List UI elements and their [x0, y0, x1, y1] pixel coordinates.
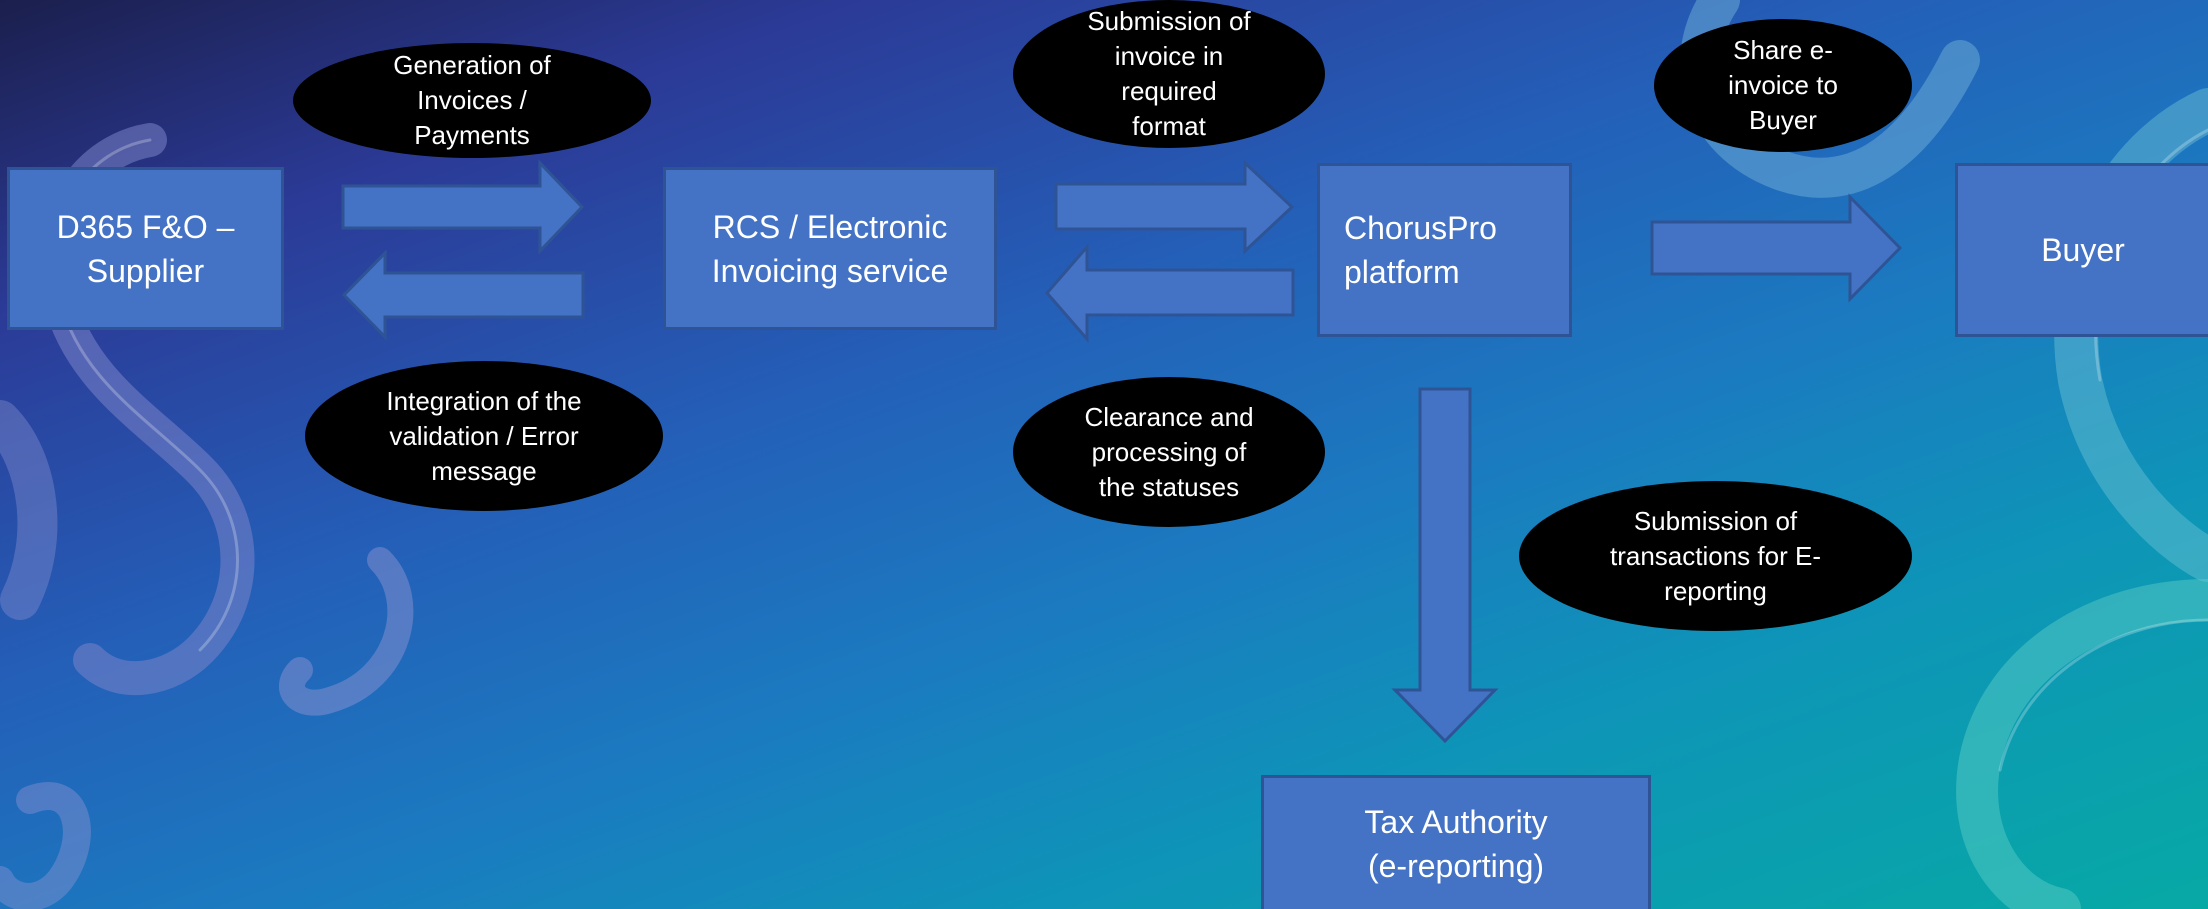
- submission-label: Submission of invoice in required format: [1087, 6, 1251, 141]
- ereporting-label-oval: Submission of transactions for E- report…: [1519, 481, 1912, 631]
- arrow-supplier-to-rcs: [341, 159, 585, 255]
- tax-authority-box: Tax Authority (e-reporting): [1261, 775, 1651, 909]
- supplier-box: D365 F&O – Supplier: [7, 167, 284, 330]
- buyer-box: Buyer: [1955, 163, 2208, 337]
- share-label-oval: Share e- invoice to Buyer: [1654, 19, 1912, 152]
- generation-label: Generation of Invoices / Payments: [393, 50, 551, 150]
- chorus-box: ChorusPro platform: [1317, 163, 1572, 337]
- submission-label-oval: Submission of invoice in required format: [1013, 0, 1325, 148]
- arrow-chorus-to-tax: [1391, 387, 1499, 744]
- rcs-box: RCS / Electronic Invoicing service: [663, 167, 997, 330]
- generation-label-oval: Generation of Invoices / Payments: [293, 43, 651, 158]
- arrow-rcs-to-chorus: [1054, 159, 1295, 255]
- clearance-label: Clearance and processing of the statuses: [1084, 401, 1254, 502]
- chorus-label: ChorusPro platform: [1344, 210, 1497, 290]
- arrow-chorus-to-buyer: [1650, 193, 1903, 303]
- clearance-label-oval: Clearance and processing of the statuses: [1013, 377, 1325, 527]
- rcs-label: RCS / Electronic Invoicing service: [711, 208, 949, 289]
- tax-authority-label: Tax Authority (e-reporting): [1364, 803, 1548, 884]
- arrow-chorus-to-rcs: [1045, 242, 1295, 344]
- integration-label: Integration of the validation / Error me…: [386, 385, 582, 486]
- arrow-rcs-to-supplier: [341, 249, 585, 341]
- buyer-label: Buyer: [2041, 232, 2125, 268]
- share-label: Share e- invoice to Buyer: [1728, 35, 1838, 135]
- integration-label-oval: Integration of the validation / Error me…: [305, 361, 663, 511]
- ereporting-label: Submission of transactions for E- report…: [1610, 505, 1821, 606]
- supplier-label: D365 F&O – Supplier: [56, 208, 235, 289]
